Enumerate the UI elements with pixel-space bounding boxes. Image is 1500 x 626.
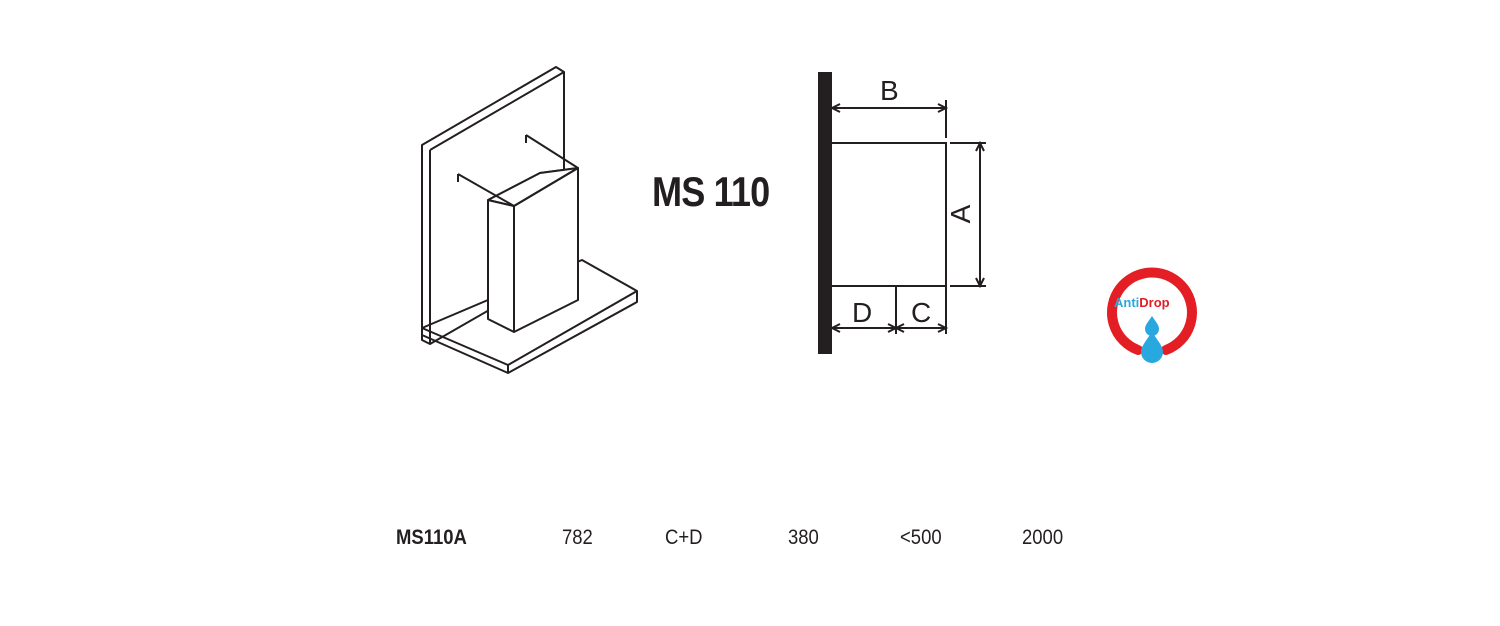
floor-plate-edge-2 bbox=[507, 290, 638, 366]
antidrop-text-drop: Drop bbox=[1139, 295, 1169, 310]
spec-value-4: <500 bbox=[900, 526, 942, 549]
floor-plate bbox=[421, 259, 638, 374]
antidrop-logo: AntiDrop bbox=[1102, 262, 1202, 366]
model-title: MS 110 bbox=[652, 168, 770, 215]
wall-bar bbox=[818, 72, 832, 354]
floor-plate-edge bbox=[421, 327, 509, 366]
antidrop-text-anti: Anti bbox=[1114, 295, 1139, 310]
isometric-drawing bbox=[410, 60, 650, 380]
dim-c-arrow-right bbox=[937, 323, 949, 333]
dim-b-arrow-right bbox=[937, 103, 949, 113]
dim-d-arrow-left bbox=[829, 323, 841, 333]
box-top-front bbox=[487, 199, 515, 207]
spec-value-5: 2000 bbox=[1022, 526, 1064, 549]
antidrop-ring bbox=[1107, 267, 1197, 355]
dim-label-b: B bbox=[880, 75, 899, 106]
dim-c-arrow-left bbox=[893, 323, 905, 333]
isometric-drawing-svg bbox=[421, 66, 638, 374]
dim-label-a: A bbox=[945, 204, 976, 223]
arm-line-left bbox=[457, 173, 515, 207]
small-drop-icon bbox=[1145, 316, 1159, 336]
dim-a-arrow-top bbox=[975, 140, 985, 152]
arm-line-right bbox=[525, 134, 579, 169]
large-drop-icon bbox=[1141, 332, 1163, 363]
antidrop-wordmark: AntiDrop bbox=[1114, 295, 1170, 310]
antidrop-logo-svg: AntiDrop bbox=[1107, 267, 1197, 363]
side-dimension-svg: B A D C bbox=[818, 72, 986, 354]
back-wall-edge bbox=[429, 71, 565, 151]
dim-label-c: C bbox=[911, 297, 931, 328]
dim-label-d: D bbox=[852, 297, 872, 328]
box-top-right bbox=[513, 167, 579, 207]
spec-value-1: 782 bbox=[562, 526, 593, 549]
box-outline bbox=[832, 142, 947, 287]
spec-value-2: C+D bbox=[665, 526, 703, 549]
dim-b-arrow-left bbox=[829, 103, 841, 113]
spec-value-3: 380 bbox=[788, 526, 819, 549]
spec-row: MS110A 782 C+D 380 <500 2000 bbox=[0, 526, 1500, 560]
dim-a-arrow-bottom bbox=[975, 277, 985, 289]
spec-model-code: MS110A bbox=[396, 526, 467, 549]
side-dimension-drawing: B A D C bbox=[800, 60, 1000, 370]
